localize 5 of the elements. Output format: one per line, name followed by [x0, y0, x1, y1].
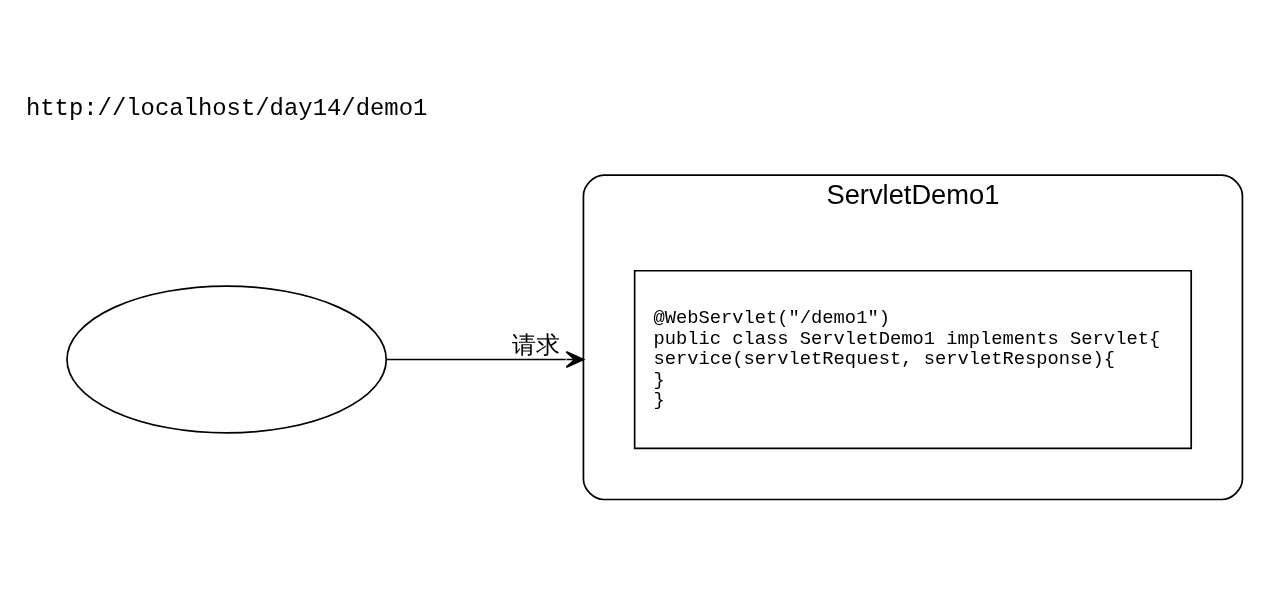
edge-label: 请求: [512, 331, 561, 360]
arrow: [385, 351, 585, 369]
node-ellipse: [66, 285, 388, 434]
label: http://localhost/day14/demo1: [25, 94, 428, 122]
node-box: @WebServlet("/demo1") public class ServletDemo1 implements Servlet{ service(servletRequest, servletResponse){ } }: [633, 269, 1193, 450]
